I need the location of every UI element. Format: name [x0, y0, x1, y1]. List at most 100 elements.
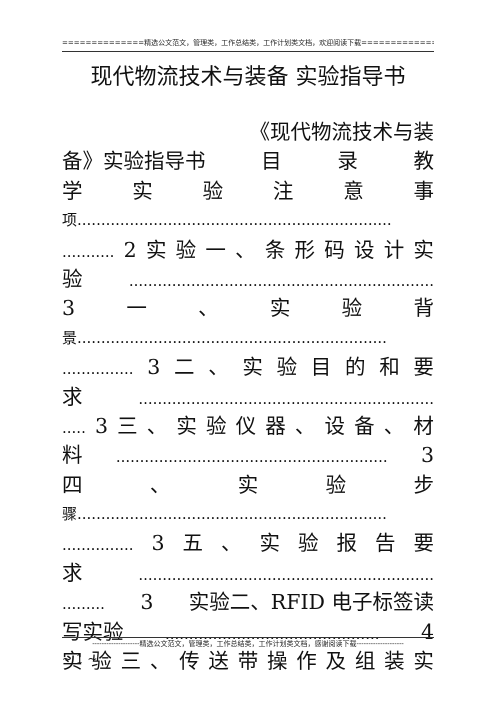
toc-text: ........................................…	[115, 448, 388, 467]
toc-line: 求.......................................…	[62, 383, 434, 412]
toc-text: 实验二、RFID 电子标签读	[188, 590, 434, 615]
toc-line: 景.......................................…	[62, 324, 434, 353]
toc-text: 3	[62, 296, 76, 321]
toc-text: 验	[175, 237, 197, 262]
toc-text: 要	[413, 531, 434, 556]
toc-text: 实	[132, 178, 153, 203]
toc-text: ........................................…	[128, 271, 434, 290]
toc-text: 、	[208, 355, 229, 380]
toc-text: 形	[294, 237, 316, 262]
toc-line: 实验三、传送带操作及组装实	[62, 647, 434, 676]
toc-line: 求.......................................…	[62, 559, 434, 588]
toc-text: 意	[343, 178, 364, 203]
toc-text: ...........	[62, 242, 115, 261]
toc-text: 一	[205, 237, 226, 262]
toc-text: 验	[206, 413, 227, 438]
toc-line: 料.......................................…	[62, 441, 434, 470]
toc-text: 及	[325, 649, 347, 674]
toc-text: 验	[276, 355, 298, 380]
toc-line: 四、实验步	[62, 471, 434, 500]
toc-text: 、	[149, 472, 171, 497]
toc-text: 操	[266, 649, 288, 674]
toc-text: 设	[353, 237, 375, 262]
toc-text: 、	[383, 413, 405, 438]
toc-text: 材	[413, 413, 434, 438]
toc-text: 备	[354, 413, 375, 438]
toc-text: 实	[413, 237, 434, 262]
toc-text: 条	[264, 237, 286, 262]
toc-text: 要	[413, 355, 434, 380]
toc-text: 3	[420, 443, 434, 468]
toc-text: 3	[147, 355, 161, 380]
toc-text: ...............	[62, 536, 134, 555]
toc-text: 3	[140, 590, 154, 615]
toc-text: 、	[146, 413, 168, 438]
toc-line: 写实验.....................................…	[62, 618, 434, 647]
toc-text: 实	[145, 237, 167, 262]
toc-text: 五	[182, 531, 204, 556]
toc-text: ........................................…	[164, 624, 380, 643]
toc-text: 、	[198, 296, 219, 321]
toc-text: 实	[176, 413, 197, 438]
toc-text: 设	[324, 413, 346, 438]
toc-text: 计	[383, 237, 405, 262]
toc-text: 实	[269, 296, 291, 321]
toc-text: .....	[62, 418, 86, 437]
toc-text: 验	[341, 296, 363, 321]
toc-text: 一	[126, 296, 147, 321]
toc-text: 、	[221, 531, 242, 556]
toc-text: 实	[413, 649, 434, 674]
toc-text: 四	[62, 472, 83, 497]
toc-line: 验.......................................…	[62, 265, 434, 294]
toc-text: 《现代物流技术与装	[249, 120, 435, 144]
footer-rule	[62, 637, 434, 638]
toc-line: 项.......................................…	[62, 206, 434, 235]
toc-text: 作	[296, 649, 317, 674]
toc-text: 送	[208, 649, 229, 674]
toc-text: 、	[149, 649, 171, 674]
toc-text: 和	[379, 355, 400, 380]
toc-text: 录	[337, 149, 358, 174]
toc-text: 注	[272, 178, 294, 203]
toc-text: ...............	[62, 360, 134, 379]
toc-text: 实	[237, 472, 259, 497]
toc-text: 骤.......................................…	[62, 505, 387, 524]
toc-text: 教	[413, 149, 434, 174]
table-of-contents: 《现代物流技术与装备》实验指导书目录教学实验注意事项..............…	[62, 118, 434, 676]
toc-text: 实	[259, 531, 281, 556]
toc-text: 2	[123, 237, 137, 262]
toc-text: 实	[62, 649, 83, 674]
toc-text: 3	[94, 413, 109, 438]
toc-text: 步	[413, 472, 435, 497]
toc-text: 实	[242, 355, 263, 380]
toc-text: 写实验	[62, 619, 124, 644]
toc-text: 的	[345, 355, 366, 380]
toc-text: 求	[62, 560, 83, 585]
toc-text: 备》实验指导书	[62, 149, 206, 174]
toc-line: 《现代物流技术与装	[62, 118, 435, 147]
page-footer-banner: --------------------精选公文范文，管理类，工作总结类，工作计…	[92, 640, 404, 648]
toc-text: 验	[202, 178, 224, 203]
toc-text: 验	[298, 531, 319, 556]
toc-line: 学实验注意事	[62, 177, 434, 206]
toc-text: 项.......................................…	[62, 211, 392, 230]
toc-text: 三	[117, 413, 138, 438]
toc-text: 组	[354, 649, 376, 674]
toc-text: 目	[310, 355, 332, 380]
header-rule	[62, 51, 434, 52]
toc-text: .........	[62, 595, 105, 614]
toc-text: 验	[91, 649, 112, 674]
toc-text: 报	[336, 531, 357, 556]
toc-text: 码	[324, 237, 345, 262]
toc-text: 、	[294, 413, 316, 438]
toc-text: 带	[237, 649, 259, 674]
toc-text: 学	[62, 178, 83, 203]
toc-text: 传	[179, 649, 200, 674]
toc-text: 景.......................................…	[62, 328, 387, 347]
toc-text: 三	[120, 649, 142, 674]
